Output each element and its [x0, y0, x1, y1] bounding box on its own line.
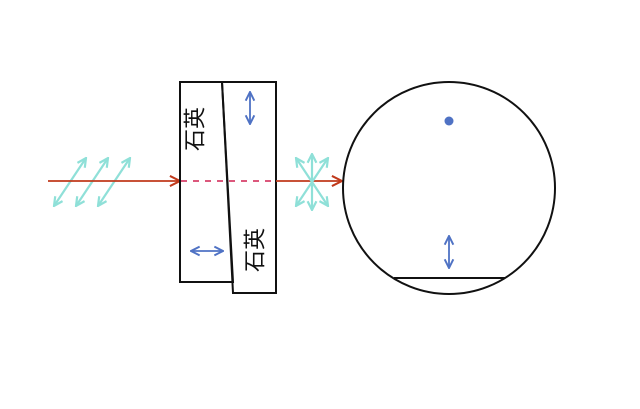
upper-crystal-label: 石英	[184, 107, 209, 151]
incident-polarization-arrows	[54, 158, 130, 206]
lower-quartz-wedge	[220, 81, 277, 294]
beam-spot	[444, 116, 454, 126]
lower-crystal-label: 石英	[244, 228, 269, 272]
output-polarization-star	[296, 154, 328, 210]
screen-circle	[342, 81, 556, 295]
output-polarization-diagonal-2	[296, 158, 328, 206]
incident-polarization-arrow-3	[98, 158, 130, 206]
